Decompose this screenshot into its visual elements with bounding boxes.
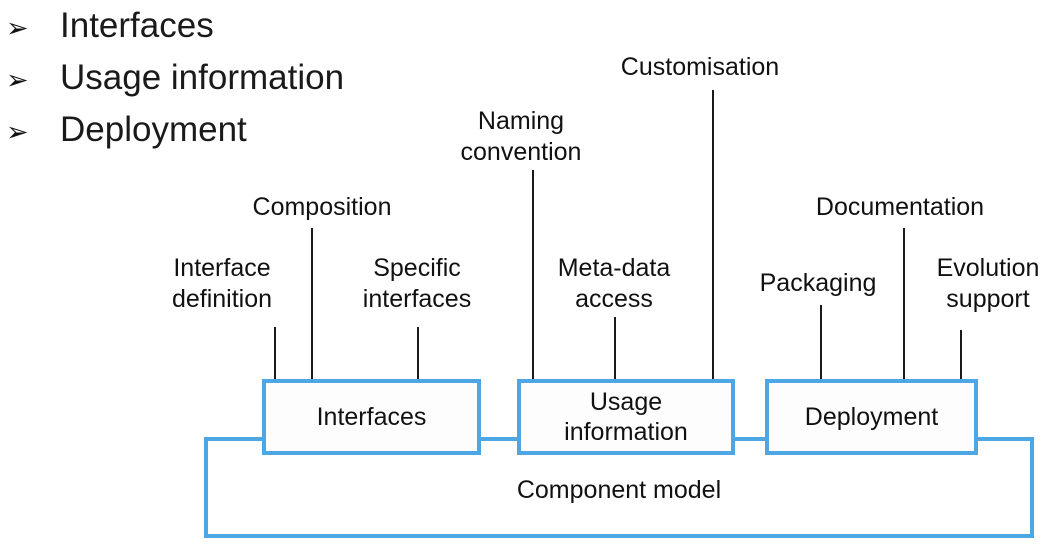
annotation-label-documentation: Documentation [815,193,985,221]
arrowhead-bullet-icon: ➢ [6,65,29,95]
leader-line-evolution-support [960,330,962,379]
connector-usage-to-deployment [731,437,769,441]
bullet-list: ➢ Interfaces ➢ Usage information ➢ Deplo… [0,0,520,156]
arrowhead-bullet-icon: ➢ [6,13,29,43]
component-model-bracket-top-right [974,437,1034,441]
list-item: ➢ Interfaces [0,0,520,52]
component-model-bracket-left [204,437,208,538]
list-item: ➢ Deployment [0,104,520,156]
leader-line-packaging [820,305,822,379]
diagram-box-deployment[interactable]: Deployment [765,379,978,455]
leader-line-composition [311,228,313,379]
diagram-box-label-usage-information: Usage information [564,388,688,446]
annotation-label-naming-convention: Naming convention [460,107,582,166]
annotation-label-meta-data-access: Meta-data access [557,254,671,313]
annotation-label-interface-definition: Interface definition [171,254,273,313]
component-model-caption: Component model [516,476,722,504]
bullet-label-usage-information: Usage information [60,58,345,97]
leader-line-documentation [903,228,905,379]
list-item: ➢ Usage information [0,52,520,104]
annotation-label-composition: Composition [252,193,392,221]
component-model-bracket-top-left [204,437,266,441]
arrowhead-bullet-icon: ➢ [6,117,29,147]
leader-line-naming-convention [532,170,534,379]
component-model-bracket-right [1030,437,1034,538]
connector-interfaces-to-usage [477,437,521,441]
leader-line-customisation [712,90,714,379]
leader-line-specific-interfaces [417,327,419,379]
component-model-bracket-bottom [204,534,1034,538]
annotation-label-evolution-support: Evolution support [936,254,1040,313]
annotation-label-customisation: Customisation [620,53,780,81]
leader-line-meta-data-access [614,317,616,379]
diagram-box-interfaces[interactable]: Interfaces [262,379,481,455]
diagram-box-label-interfaces: Interfaces [316,403,427,431]
diagram-box-label-deployment: Deployment [804,403,939,431]
bullet-label-interfaces: Interfaces [60,6,214,45]
annotation-label-packaging: Packaging [759,269,877,297]
diagram-box-usage-information[interactable]: Usage information [517,379,735,455]
leader-line-interface-definition [274,327,276,379]
annotation-label-specific-interfaces: Specific interfaces [362,254,472,313]
bullet-label-deployment: Deployment [60,110,247,149]
